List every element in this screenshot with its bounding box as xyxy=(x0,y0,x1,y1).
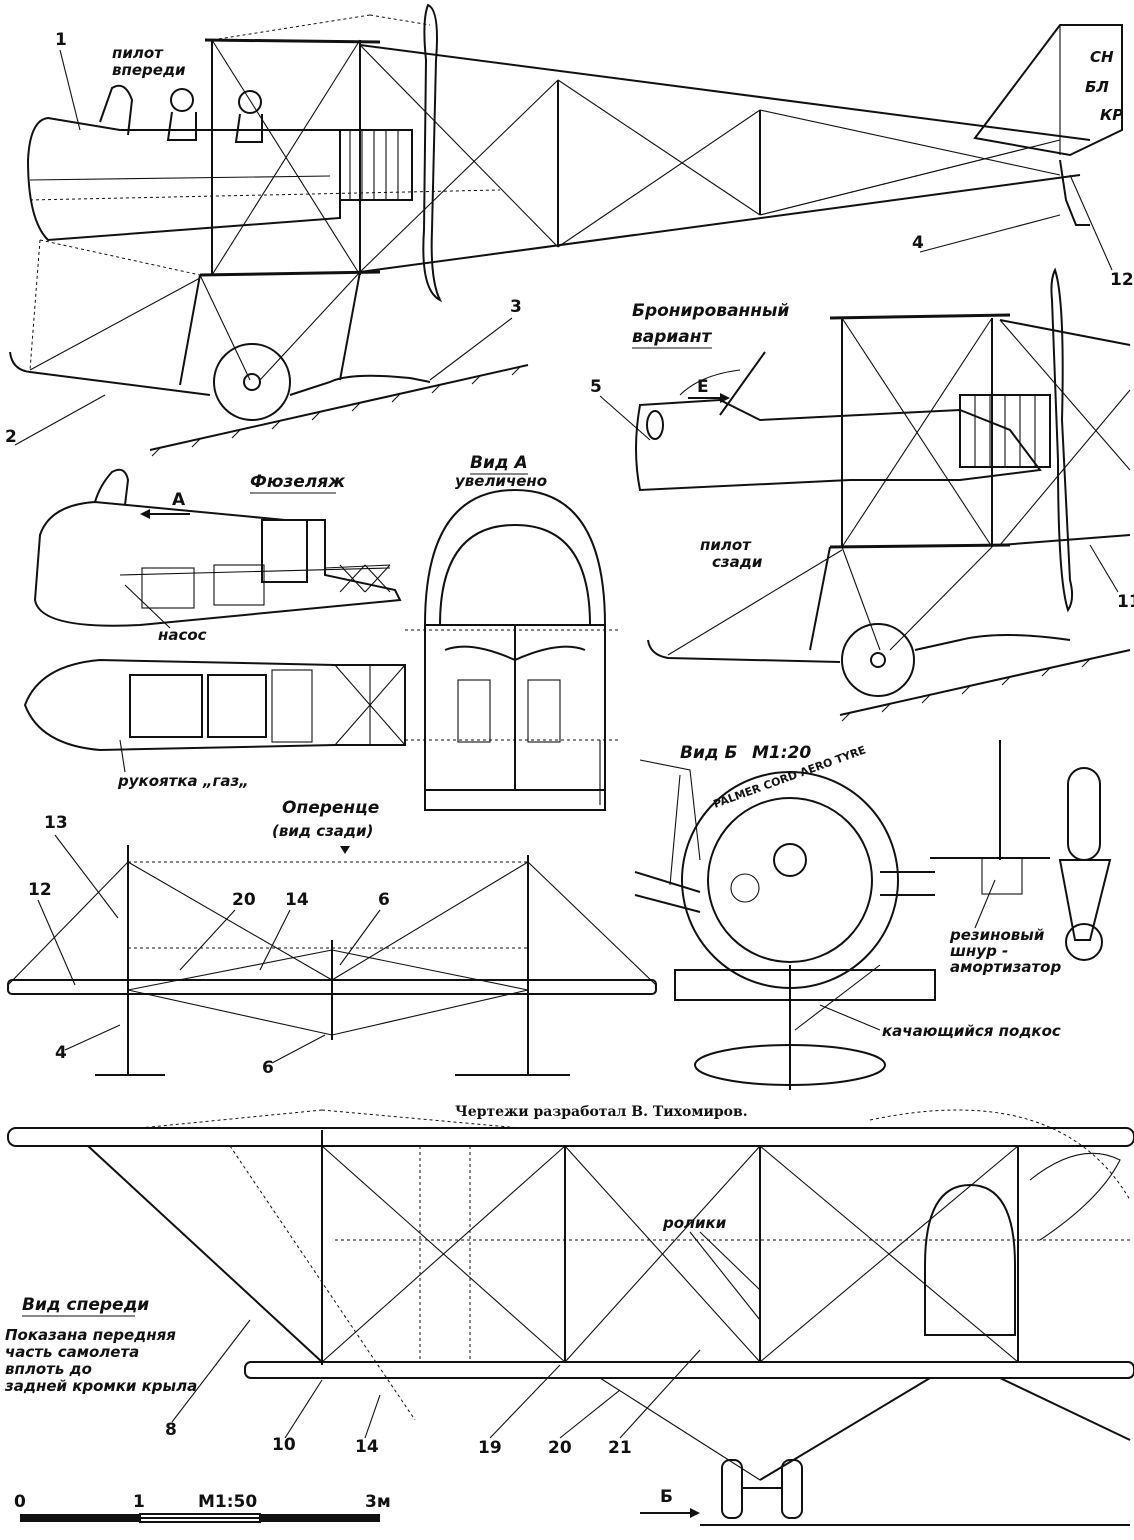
throttle-label: рукоятка „газ„ xyxy=(117,772,249,790)
view-a-title: Вид А xyxy=(470,453,528,473)
front-view-drawing xyxy=(7,1109,1134,1526)
tail-rear-view-drawing xyxy=(7,845,657,1076)
swinging-strut-label: качающийся подкос xyxy=(882,1022,1061,1040)
scale-tick-1: 1 xyxy=(133,1492,145,1512)
armored-variant-drawing xyxy=(635,267,1131,722)
front-callout-21: 21 xyxy=(608,1438,632,1458)
rudder-mark-kr: КР xyxy=(1100,106,1123,124)
front-callout-19: 19 xyxy=(478,1438,502,1458)
pilot-rear-label-2: сзади xyxy=(712,553,763,571)
pilot-front-label-1: пилот xyxy=(112,44,164,62)
front-view-note-1: Показана передняя xyxy=(5,1326,176,1344)
tail-callout-20: 20 xyxy=(232,890,256,910)
fuselage-arrow-label: А xyxy=(172,490,186,510)
tail-callout-4: 4 xyxy=(55,1043,67,1063)
front-callout-14: 14 xyxy=(355,1437,379,1457)
callout-1: 1 xyxy=(55,30,67,50)
tail-callout-14: 14 xyxy=(285,890,309,910)
armored-title-2: вариант xyxy=(632,327,713,347)
tail-callout-13: 13 xyxy=(44,813,68,833)
pilot-front-label-2: впереди xyxy=(112,61,186,79)
front-view-title: Вид спереди xyxy=(22,1295,149,1315)
front-callout-8: 8 xyxy=(165,1420,177,1440)
armored-title-1: Бронированный xyxy=(632,301,789,321)
armored-arrow-label: Е xyxy=(697,377,709,397)
callout-12: 12 xyxy=(1110,270,1134,290)
front-view-note-4: задней кромки крыла xyxy=(4,1377,197,1395)
view-b-title: Вид Б xyxy=(680,743,738,763)
shock-cord-label-2: шнур - xyxy=(950,942,1008,960)
callout-5: 5 xyxy=(590,377,602,397)
front-view-note-2: часть самолета xyxy=(5,1343,139,1361)
scale-tick-0: 0 xyxy=(14,1492,26,1512)
callout-11: 11 xyxy=(1117,592,1134,612)
fuselage-drawing xyxy=(23,468,406,752)
tail-title: Оперенце xyxy=(282,798,379,818)
view-a-drawing xyxy=(405,488,620,811)
scale-tick-3m: 3м xyxy=(365,1492,391,1512)
shock-cord-label-1: резиновый xyxy=(949,926,1045,944)
tail-subtitle: (вид сзади) xyxy=(272,822,373,840)
tail-callout-6-bottom: 6 xyxy=(262,1058,274,1078)
callout-3: 3 xyxy=(510,297,522,317)
callout-2: 2 xyxy=(5,427,17,447)
pilot-rear-label-1: пилот xyxy=(700,536,752,554)
drawing-credit: Чертежи разработал В. Тихомиров. xyxy=(455,1104,748,1120)
front-arrow-label: Б xyxy=(660,1487,673,1507)
rudder-mark-sn: СН xyxy=(1090,48,1114,66)
rollers-label: ролики xyxy=(662,1214,727,1232)
pump-label: насос xyxy=(158,626,207,644)
tail-callout-6-top: 6 xyxy=(378,890,390,910)
fuselage-title: Фюзеляж xyxy=(250,472,346,492)
shock-cord-label-3: амортизатор xyxy=(950,958,1061,976)
view-b-drawing xyxy=(634,740,1112,1090)
rudder-mark-bl: БЛ xyxy=(1085,78,1109,96)
view-a-subtitle: увеличено xyxy=(455,472,547,490)
callout-4: 4 xyxy=(912,233,924,253)
side-view-drawing xyxy=(9,3,1123,457)
front-callout-10: 10 xyxy=(272,1435,296,1455)
scale-bar xyxy=(20,1513,380,1523)
scale-ratio: М1:50 xyxy=(198,1492,257,1512)
tail-callout-12: 12 xyxy=(28,880,52,900)
view-b-scale: М1:20 xyxy=(752,743,811,763)
front-callout-20: 20 xyxy=(548,1438,572,1458)
front-view-note-3: вплоть до xyxy=(5,1360,92,1378)
